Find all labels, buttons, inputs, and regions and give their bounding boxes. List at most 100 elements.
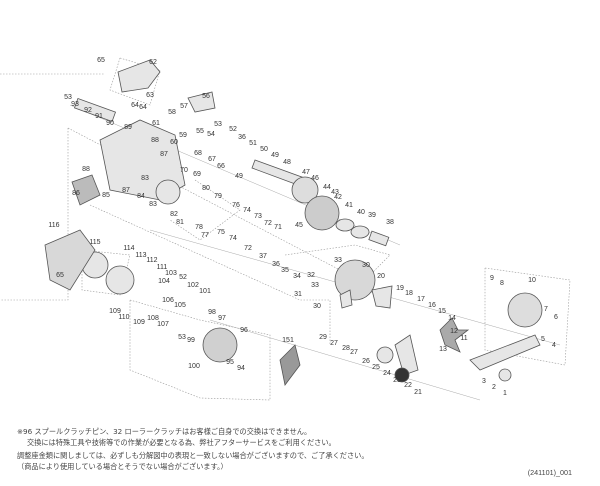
part-label-69: 69: [193, 171, 201, 178]
part-label-54: 54: [207, 131, 215, 138]
part-label-151: 151: [282, 337, 294, 344]
top-cover-part: [117, 59, 161, 93]
part-label-21: 21: [414, 389, 422, 396]
brake-lever-part: [394, 334, 419, 376]
handle-side-plate-part: [334, 259, 376, 301]
part-label-108: 108: [147, 315, 159, 322]
part-label-14: 14: [448, 315, 456, 322]
part-label-8: 8: [500, 280, 504, 287]
part-label-10: 10: [528, 277, 536, 284]
part-label-59: 59: [179, 132, 187, 139]
bearing-part: [394, 367, 410, 383]
part-label-96: 96: [240, 327, 248, 334]
part-label-78: 78: [195, 224, 203, 231]
part-label-89: 89: [124, 124, 132, 131]
note-line-2: 交換には特殊工具や技術等での作業が必要となる為、弊社アフターサービスをご利用くだ…: [27, 437, 336, 447]
part-label-81: 81: [176, 219, 184, 226]
part-label-113: 113: [135, 252, 146, 259]
part-label-107: 107: [157, 321, 169, 328]
part-label-68: 68: [194, 150, 202, 157]
part-label-41: 41: [345, 202, 353, 209]
part-label-9: 9: [490, 275, 494, 282]
part-label-29: 29: [319, 334, 327, 341]
side-cover-part: [44, 229, 96, 291]
part-label-20: 20: [377, 273, 385, 280]
part-label-102: 102: [187, 282, 199, 289]
part-label-109: 109: [133, 319, 145, 326]
part-label-5: 5: [541, 336, 545, 343]
part-label-48: 48: [283, 159, 291, 166]
part-label-80: 80: [202, 185, 210, 192]
part-label-70: 70: [180, 167, 188, 174]
part-label-100: 100: [188, 363, 200, 370]
level-wind-shaft-part: [73, 97, 117, 123]
part-label-49: 49: [235, 173, 243, 180]
part-label-83: 83: [149, 201, 157, 208]
part-label-13: 13: [439, 346, 447, 353]
part-label-101: 101: [199, 288, 211, 295]
part-label-85: 85: [102, 192, 110, 199]
part-label-98: 98: [208, 309, 216, 316]
part-label-64: 64: [139, 104, 147, 111]
part-label-27: 27: [350, 349, 358, 356]
part-label-56: 56: [202, 93, 210, 100]
thumb-rest-part: [71, 174, 101, 206]
part-label-15: 15: [438, 308, 446, 315]
part-label-1: 1: [503, 390, 507, 397]
part-label-103: 103: [165, 270, 177, 277]
part-label-50: 50: [260, 146, 268, 153]
handle-nut-part: [498, 368, 512, 382]
part-label-93: 93: [71, 101, 79, 108]
notes: ※96 スプールクラッチピン、32 ローラークラッチはお客様ご自身での交換はでき…: [17, 427, 369, 472]
pinion-part: [339, 289, 353, 309]
click-plate-part: [155, 179, 181, 205]
main-gear-part: [304, 195, 340, 231]
part-label-87: 87: [122, 187, 130, 194]
part-label-67: 67: [208, 156, 216, 163]
part-label-53: 53: [178, 334, 186, 341]
bearing-part: [368, 230, 390, 247]
part-label-28: 28: [342, 345, 350, 352]
part-label-46: 46: [311, 175, 319, 182]
part-label-36: 36: [238, 134, 246, 141]
part-label-18: 18: [405, 290, 413, 297]
part-label-37: 37: [259, 253, 267, 260]
part-label-99: 99: [187, 337, 195, 344]
part-label-52: 52: [179, 274, 187, 281]
part-label-115: 115: [89, 239, 100, 246]
part-label-83: 83: [141, 175, 149, 182]
part-label-105: 105: [174, 302, 186, 309]
part-label-95: 95: [226, 359, 234, 366]
part-label-38: 38: [386, 219, 394, 226]
part-label-74: 74: [229, 235, 237, 242]
part-label-4: 4: [552, 342, 556, 349]
part-label-60: 60: [170, 139, 178, 146]
part-label-22: 22: [404, 382, 412, 389]
part-label-19: 19: [396, 285, 404, 292]
part-label-35: 35: [281, 267, 289, 274]
part-label-77: 77: [201, 232, 209, 239]
star-gear-part: [291, 176, 319, 204]
document-code: (241101)_001: [527, 468, 572, 477]
part-label-58: 58: [168, 109, 176, 116]
part-label-47: 47: [302, 169, 310, 176]
part-label-17: 17: [417, 296, 425, 303]
part-label-64: 64: [131, 102, 139, 109]
part-label-55: 55: [196, 128, 204, 135]
part-label-82: 82: [170, 211, 178, 218]
part-label-52: 52: [229, 126, 237, 133]
part-label-72: 72: [244, 245, 252, 252]
part-label-45: 45: [295, 222, 303, 229]
part-label-106: 106: [162, 297, 174, 304]
part-label-84: 84: [137, 193, 145, 200]
part-label-31: 31: [294, 291, 302, 298]
part-label-27: 27: [330, 340, 338, 347]
part-label-109: 109: [109, 308, 121, 315]
part-label-116: 116: [48, 222, 59, 229]
part-label-66: 66: [217, 163, 225, 170]
part-label-23: 23: [393, 377, 401, 384]
part-label-39: 39: [368, 212, 376, 219]
note-line-4: （商品により使用している場合とそうでない場合がございます。）: [17, 461, 228, 471]
